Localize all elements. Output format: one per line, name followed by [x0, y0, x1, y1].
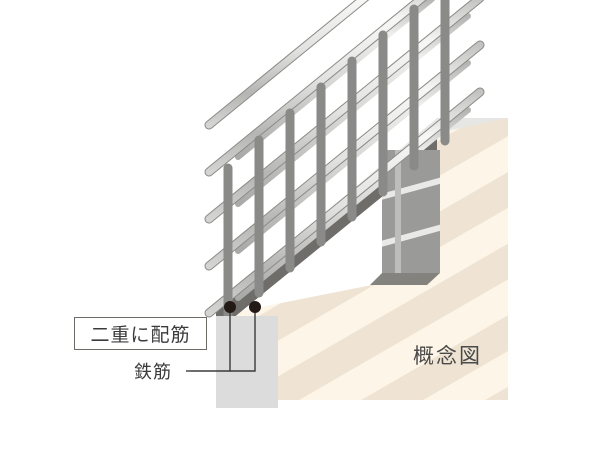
rebar-marker-dot-inner — [224, 301, 236, 313]
rebar-callout-label: 鉄筋 — [134, 362, 172, 382]
rear-vertical-bars — [240, 0, 432, 303]
front-vertical-bars — [223, 0, 450, 323]
leader-rebar-outer — [230, 307, 256, 372]
double-rebar-callout-box: 二重に配筋 — [74, 317, 207, 350]
rebar-layer-front — [204, 0, 485, 323]
front-horizontal-bars — [204, 0, 485, 318]
callout-leaders — [186, 307, 256, 372]
cutaway-shadow — [370, 273, 440, 285]
rebar-marker-dot-outer — [249, 301, 261, 313]
concept-diagram-caption: 概念図 — [413, 345, 482, 368]
double-rebar-callout-text: 二重に配筋 — [90, 325, 191, 346]
wall-end-face — [216, 316, 278, 408]
concrete-cutaway-section — [370, 150, 440, 285]
concrete-wall-face — [216, 118, 508, 400]
end-face-panel — [216, 316, 278, 408]
